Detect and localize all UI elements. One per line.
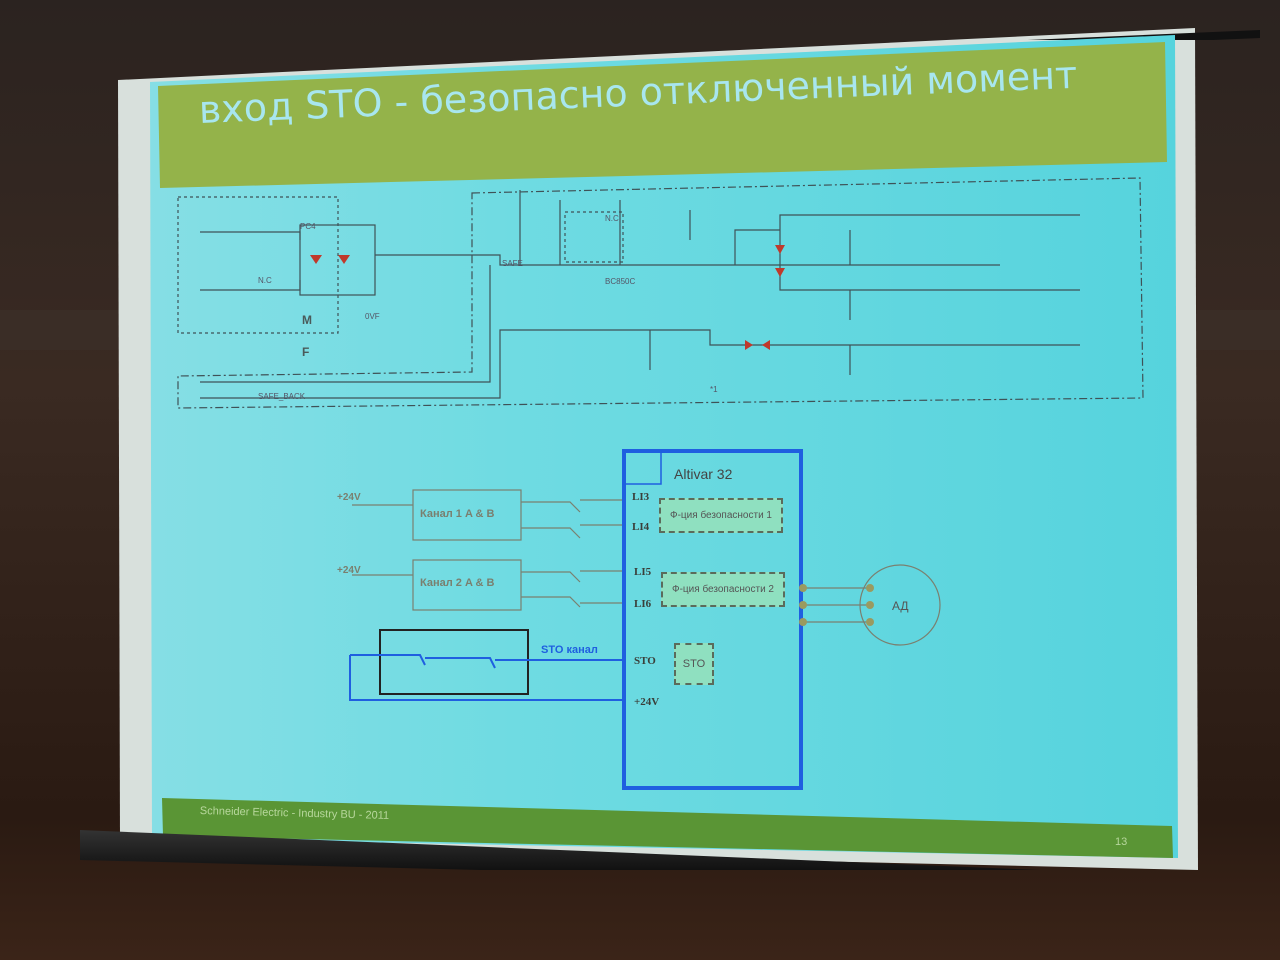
drive-name: Altivar 32: [674, 466, 733, 482]
transistor-label: BC850C: [605, 277, 636, 286]
pin-li6: LI6: [634, 598, 652, 610]
pin-li3: LI3: [632, 491, 650, 503]
sto-block: STO: [674, 643, 714, 685]
supply-label-1: +24V: [337, 492, 361, 503]
pin-li4: LI4: [632, 521, 650, 533]
motor-label: АД: [892, 599, 909, 613]
schematic-block-m: M: [302, 313, 312, 327]
schematic-nc-1: N.C: [258, 276, 272, 285]
channel-2-block: Канал 2 A & B: [420, 577, 495, 589]
schematic-nc-2: N.C: [605, 214, 619, 223]
safety-function-1: Ф-ция безопасности 1: [659, 498, 783, 533]
sto-channel-label: STO канал: [541, 644, 598, 656]
pin-sto: STO: [634, 655, 656, 667]
schematic-note: *1: [710, 385, 718, 394]
net-safe-back: SAFE_BACK: [258, 392, 306, 401]
pin-24v: +24V: [634, 696, 660, 708]
pin-li5: LI5: [634, 566, 652, 578]
optocoupler-label: PC4: [300, 222, 316, 231]
safety-function-2: Ф-ция безопасности 2: [661, 572, 785, 607]
schematic-block-f: F: [302, 345, 310, 359]
net-safe: SAFE: [502, 259, 523, 268]
ground-label: 0VF: [365, 312, 380, 321]
page-number: 13: [1115, 836, 1128, 848]
supply-label-2: +24V: [337, 565, 361, 576]
channel-1-block: Канал 1 A & B: [420, 508, 495, 520]
